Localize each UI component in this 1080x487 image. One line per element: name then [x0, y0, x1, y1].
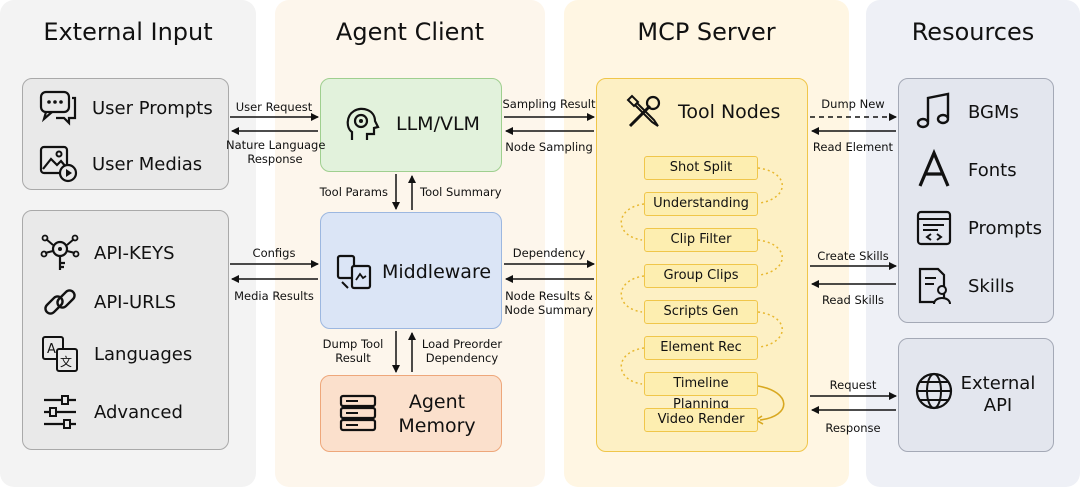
nature-language-line2: Response	[247, 152, 303, 166]
tool-summary-label: Tool Summary	[420, 185, 502, 199]
read-element-label: Read Element	[812, 140, 894, 154]
api-urls-item: API-URLS	[40, 282, 176, 322]
llm-vlm-box	[320, 78, 502, 172]
user-medias-label: User Medias	[92, 153, 203, 175]
font-a-icon	[914, 148, 954, 190]
user-medias-item: User Medias	[38, 144, 202, 184]
server-stack-icon	[338, 393, 378, 433]
node-sampling-label: Node Sampling	[505, 140, 593, 154]
code-window-icon	[914, 208, 954, 248]
advanced-item: Advanced	[40, 392, 183, 432]
api-keys-item: API-KEYS	[40, 233, 175, 273]
translate-icon: A 文	[40, 334, 80, 374]
load-preorder-label: Load Preorder Dependency	[420, 337, 504, 365]
node-results-label: Node Results & Node Summary	[502, 289, 596, 317]
media-image-icon	[38, 144, 78, 184]
external-api-box	[898, 338, 1054, 452]
tool-node: Group Clips	[644, 264, 758, 288]
resources-title: Resources	[911, 18, 1035, 46]
mcp-server-title: MCP Server	[637, 18, 776, 46]
advanced-label: Advanced	[94, 401, 183, 423]
external-input-title: External Input	[43, 18, 213, 46]
skills-label: Skills	[968, 275, 1015, 297]
external-api-label: External API	[956, 373, 1040, 417]
user-request-label: User Request	[235, 100, 313, 114]
node-results-line2: Node Summary	[504, 303, 594, 317]
dump-tool-line2: Result	[335, 351, 371, 365]
tool-node: Shot Split	[644, 156, 758, 180]
dump-tool-label: Dump Tool Result	[318, 337, 388, 365]
tool-node: Scripts Gen	[644, 300, 758, 324]
user-document-icon	[914, 266, 954, 306]
llm-vlm-item: LLM/VLM	[342, 104, 480, 144]
agent-memory-box	[320, 375, 502, 452]
skills-item: Skills	[914, 266, 1014, 306]
user-prompts-label: User Prompts	[92, 97, 213, 119]
request-label: Request	[829, 378, 877, 392]
user-input-box	[22, 78, 229, 190]
fonts-label: Fonts	[968, 159, 1017, 181]
middleware-item: Middleware	[334, 252, 491, 292]
tool-node: Clip Filter	[644, 228, 758, 252]
tools-icon	[624, 92, 664, 132]
key-network-icon	[40, 233, 80, 273]
fonts-item: Fonts	[914, 148, 1017, 190]
tool-nodes-item: Tool Nodes	[624, 92, 780, 132]
media-results-label: Media Results	[234, 289, 314, 303]
nature-language-label: Nature Language Response	[226, 138, 326, 166]
svg-text:A: A	[47, 342, 56, 357]
configs-label: Configs	[252, 246, 296, 260]
prompts-label: Prompts	[968, 217, 1042, 239]
devices-icon	[334, 252, 374, 292]
dependency-label: Dependency	[512, 246, 586, 260]
llm-vlm-label: LLM/VLM	[396, 113, 480, 135]
sampling-result-label: Sampling Result	[502, 97, 596, 111]
sliders-icon	[40, 392, 80, 432]
load-preorder-line1: Load Preorder	[421, 337, 503, 351]
brain-gear-icon	[342, 104, 382, 144]
user-prompts-item: User Prompts	[38, 88, 213, 128]
music-note-icon	[914, 92, 954, 132]
api-keys-label: API-KEYS	[94, 242, 175, 264]
read-skills-label: Read Skills	[821, 293, 885, 307]
external-api-line1: External	[960, 373, 1036, 394]
link-icon	[40, 282, 80, 322]
dump-tool-line1: Dump Tool	[322, 337, 384, 351]
bgms-item: BGMs	[914, 92, 1019, 132]
response-label: Response	[825, 421, 881, 435]
tool-node: Understanding	[644, 192, 758, 216]
external-api-line2: API	[983, 395, 1013, 416]
tool-node: Video Render	[644, 408, 758, 432]
agent-memory-line1: Agent	[408, 391, 466, 413]
node-results-line1: Node Results &	[505, 289, 593, 303]
dump-new-label: Dump New	[821, 97, 885, 111]
agent-memory-label: Agent Memory	[392, 390, 482, 438]
tool-nodes-label: Tool Nodes	[678, 101, 781, 123]
create-skills-label: Create Skills	[817, 249, 889, 263]
svg-text:文: 文	[60, 354, 72, 369]
nature-language-line1: Nature Language	[226, 138, 326, 152]
agent-client-title: Agent Client	[335, 18, 485, 46]
bgms-label: BGMs	[968, 101, 1019, 123]
tool-params-label: Tool Params	[319, 185, 388, 199]
load-preorder-line2: Dependency	[425, 351, 499, 365]
middleware-box	[320, 212, 502, 329]
languages-label: Languages	[94, 343, 193, 365]
prompts-item: Prompts	[914, 208, 1042, 248]
tool-node: Element Rec	[644, 336, 758, 360]
agent-memory-line2: Memory	[398, 415, 476, 437]
api-urls-label: API-URLS	[94, 291, 177, 313]
languages-item: A 文 Languages	[40, 334, 192, 374]
chat-bubbles-icon	[38, 88, 78, 128]
globe-icon	[914, 371, 954, 411]
middleware-label: Middleware	[382, 261, 492, 283]
